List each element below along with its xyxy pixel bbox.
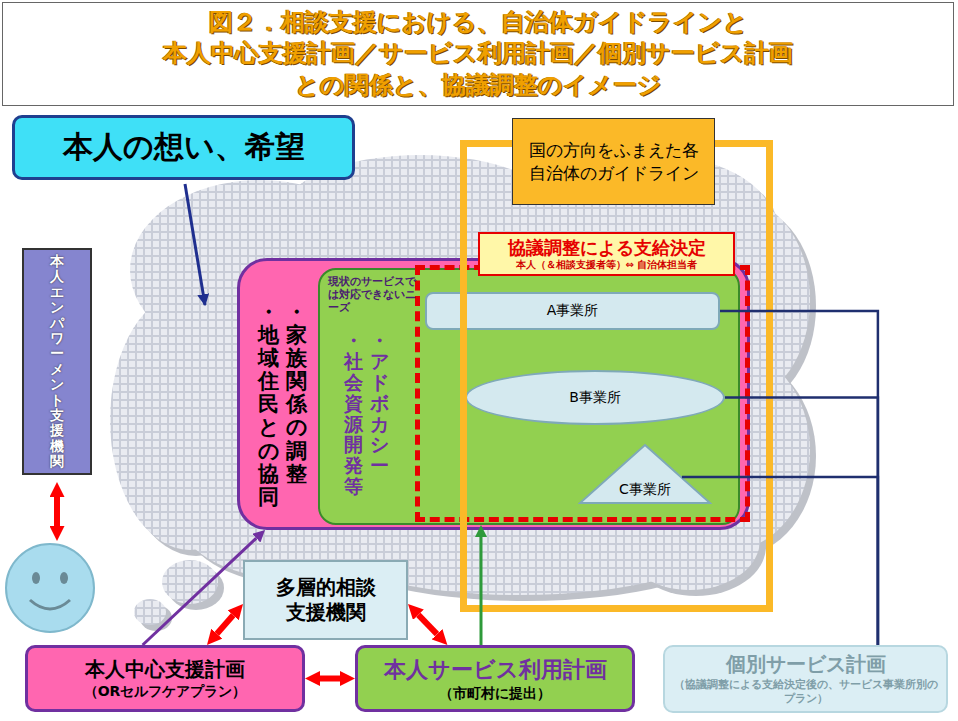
consultation-box: 多層的相談支援機関: [243, 560, 408, 640]
plan-note: （ORセルフケアプラン）: [84, 683, 247, 701]
smiley-face: [6, 544, 94, 632]
decision-label: 協議調整による支給決定本人（＆相談支援者等）⇔ 自治体担当者: [478, 232, 735, 276]
empowerment-box: 本人エンパワーメント支援機関: [22, 248, 92, 475]
plan-box: 個別サービス計画（協議調整による支給決定後の、サービス事業所別のプラン）: [663, 645, 948, 713]
plan-box: 本人中心支援計画（ORセルフケアプラン）: [25, 645, 305, 712]
empowerment-text: 本人エンパワーメント支援機関: [50, 254, 64, 469]
text-slot: ・社会資源開発等: [344, 330, 363, 497]
connector: [418, 615, 437, 634]
office-text: B事業所: [569, 389, 621, 407]
decision-parties: 本人（＆相談支援者等）⇔ 自治体担当者: [516, 258, 698, 271]
plan-note: （協議調整による支給決定後の、サービス事業所別のプラン）: [673, 678, 938, 707]
wish-arrow: [185, 184, 205, 305]
connector: [320, 676, 340, 682]
title-box: 図２．相談支援における、自治体ガイドラインと 本人中心支援計画／サービス利用計画…: [2, 2, 954, 106]
decision-title: 協議調整による支給決定: [508, 237, 706, 259]
plan-title: 個別サービス計画: [726, 651, 886, 678]
text-slot: ・地域住民との協同: [258, 301, 279, 509]
consultation-text: 多層的相談支援機関: [273, 575, 379, 625]
guideline-label: 国の方向をふまえた各自治体のガイドライン: [512, 118, 715, 205]
office-ellipse: B事業所: [465, 370, 725, 425]
coordination-box: ・家族関係の調整・地域住民との協同 現状のサービスでは対応できないニーズ・アドボカ…: [237, 258, 750, 530]
text-slot: ・家族関係の調整: [286, 301, 307, 486]
text-slot: 現状のサービスでは対応できないニーズ: [328, 275, 416, 315]
office-text: A事業所: [547, 302, 599, 320]
vertical-text: ・家族関係の調整: [286, 301, 307, 486]
wish-text: 本人の想い、希望: [63, 127, 305, 168]
triangle-shape: [580, 445, 710, 503]
plan-title: 本人中心支援計画: [85, 656, 245, 683]
plan-note: （市町村に提出）: [439, 685, 551, 703]
text-slot: ・アドボカシー: [370, 330, 389, 476]
office-text: C事業所: [619, 481, 671, 499]
empowerment-arrow: [54, 497, 60, 526]
office-triangle: C事業所: [578, 443, 712, 505]
wish-box: 本人の想い、希望: [12, 115, 355, 180]
connector: [725, 398, 878, 646]
plan-box: 本人サービス利用計画（市町村に提出）: [355, 645, 635, 712]
connector: [217, 615, 233, 633]
vertical-text: ・アドボカシー: [370, 330, 389, 476]
vertical-text: ・社会資源開発等: [344, 330, 363, 497]
guideline-text: 国の方向をふまえた各自治体のガイドライン: [523, 139, 704, 183]
vertical-text: ・地域住民との協同: [258, 301, 279, 509]
guideline-frame: 国の方向をふまえた各自治体のガイドライン: [460, 140, 773, 612]
title-text: 図２．相談支援における、自治体ガイドラインと 本人中心支援計画／サービス利用計画…: [128, 7, 828, 101]
note-text: 現状のサービスでは対応できないニーズ: [328, 275, 416, 315]
plan-title: 本人サービス利用計画: [384, 655, 607, 685]
connector: [682, 477, 878, 645]
connector: [480, 537, 483, 645]
connector: [143, 538, 257, 645]
office-box: A事業所: [425, 292, 720, 330]
